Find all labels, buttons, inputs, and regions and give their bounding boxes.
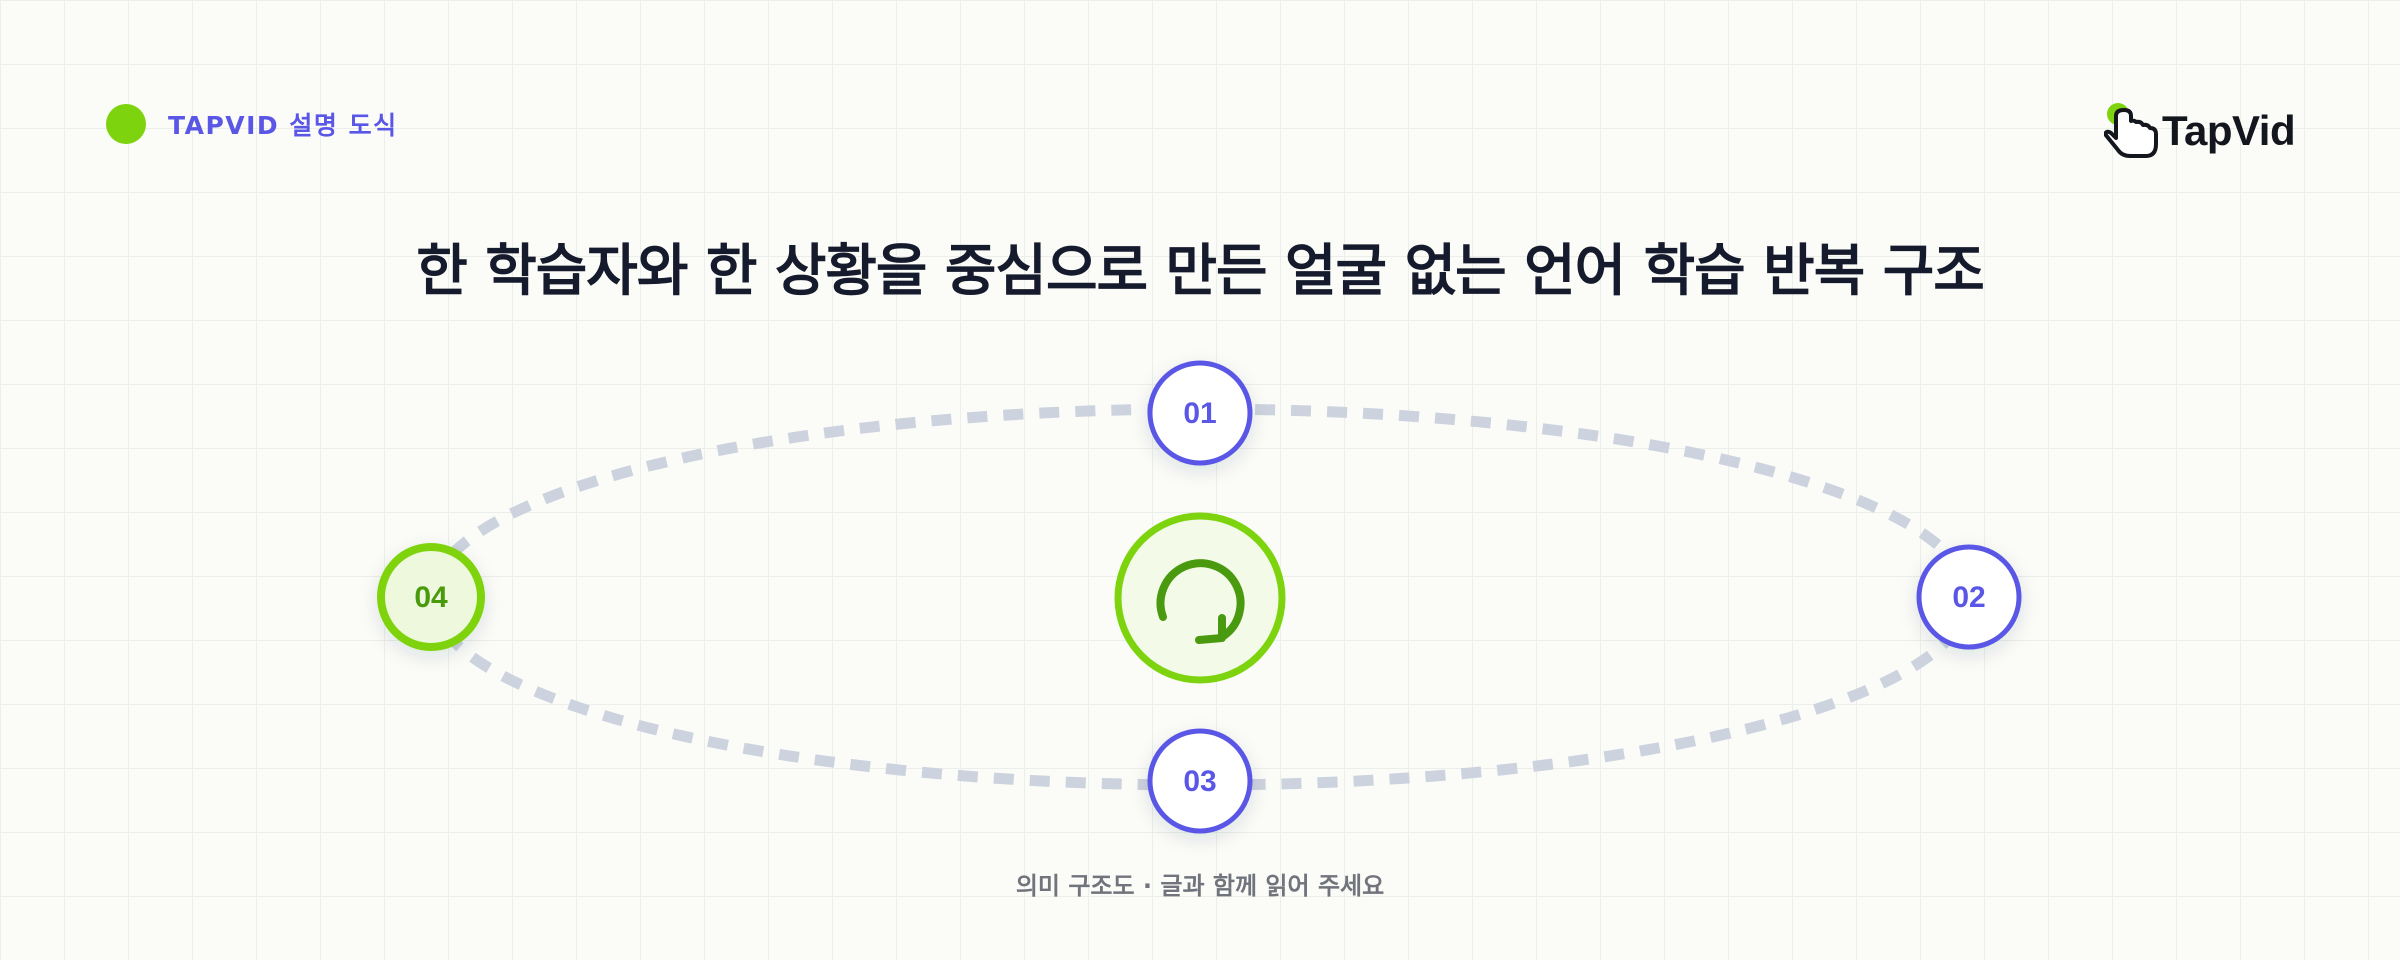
step-node-01[interactable]: 01 [1147, 360, 1253, 466]
step-label-02: 02 [1952, 581, 1985, 614]
diagram-caption: 의미 구조도 · 글과 함께 읽어 주세요 [1015, 872, 1385, 900]
logo-wordmark: TapVid [2162, 107, 2296, 154]
tapvid-logo[interactable]: TapVid [2104, 100, 2296, 162]
tap-hand-icon [2104, 103, 2158, 158]
step-node-04[interactable]: 04 [377, 543, 485, 651]
step-node-02[interactable]: 02 [1916, 544, 2022, 650]
brand-tag-label: TAPVID 설명 도식 [168, 111, 398, 140]
brand-dot-icon [106, 104, 146, 144]
step-label-04: 04 [414, 581, 448, 614]
step-node-03[interactable]: 03 [1147, 728, 1253, 834]
brand-tag: TAPVID 설명 도식 [106, 102, 398, 146]
step-label-01: 01 [1183, 397, 1216, 430]
page-title: 한 학습자와 한 상황을 중심으로 만든 얼굴 없는 언어 학습 반복 구조 [416, 239, 1985, 304]
refresh-cycle-icon [1114, 512, 1286, 684]
step-label-03: 03 [1183, 765, 1216, 798]
